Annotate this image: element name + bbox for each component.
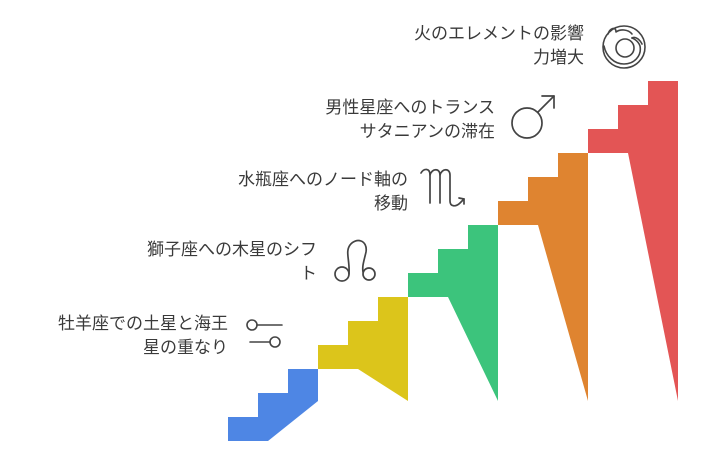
step-label-5: 火のエレメントの影響 力増大	[414, 22, 584, 70]
stair-segment-1	[228, 369, 318, 441]
step-label-3-line-1: 水瓶座へのノード軸の	[238, 170, 408, 190]
leo-icon	[334, 239, 376, 282]
step-label-2: 獅子座への木星のシフ ト	[147, 238, 317, 286]
scorpio-icon	[420, 168, 465, 207]
step-label-4: 男性星座へのトランス サタニアンの滞在	[325, 96, 495, 144]
stair-segment-2	[318, 297, 408, 401]
step-label-1: 牡羊座での土星と海王 星の重なり	[58, 312, 228, 360]
stair-segment-5	[588, 81, 678, 401]
firefox-icon	[602, 25, 646, 69]
step-label-3: 水瓶座へのノード軸の 移動	[238, 168, 408, 216]
step-label-5-line-1: 火のエレメントの影響	[414, 24, 584, 44]
step-label-2-line-1: 獅子座への木星のシフ	[147, 240, 317, 260]
step-label-1-line-1: 牡羊座での土星と海王	[58, 314, 228, 334]
step-label-4-line-1: 男性星座へのトランス	[325, 98, 495, 118]
step-label-5-line-2: 力増大	[533, 48, 584, 68]
stair-segment-3	[408, 225, 498, 401]
step-label-3-line-2: 移動	[374, 194, 408, 214]
step-label-1-line-2: 星の重なり	[143, 338, 228, 358]
mars-icon	[511, 95, 555, 139]
step-label-2-line-2: ト	[300, 264, 317, 284]
stair-segment-4	[498, 153, 588, 401]
conjunction-icon	[246, 319, 283, 348]
step-label-4-line-2: サタニアンの滞在	[359, 122, 495, 142]
